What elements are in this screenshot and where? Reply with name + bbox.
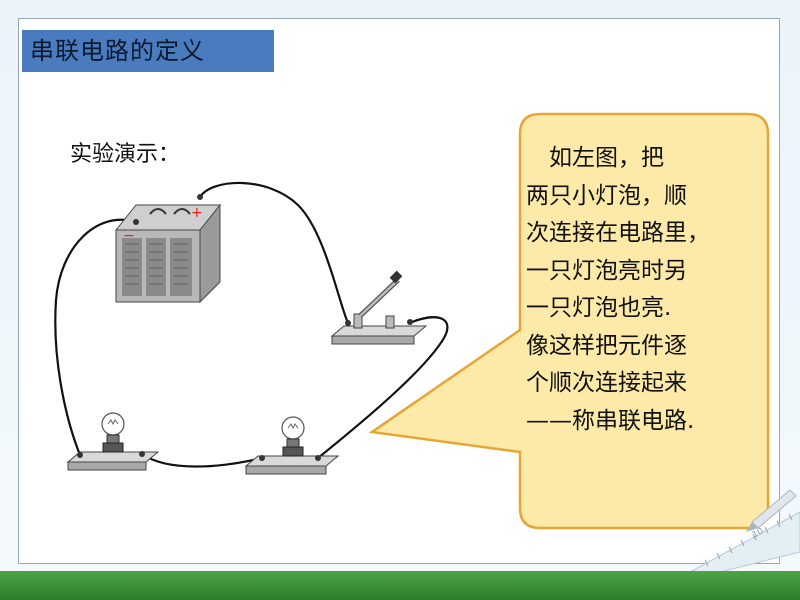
battery [114, 194, 222, 304]
wire-battery-to-switch [199, 181, 350, 324]
callout-line: 一只灯泡亮时另 [526, 257, 687, 284]
pencil-icon [746, 489, 797, 532]
wire-battery-to-bulb1 [54, 218, 137, 456]
callout-line: 如左图，把 [526, 145, 664, 171]
callout-line: 一只灯泡也亮. [526, 295, 672, 321]
battery-plus-sign: + [191, 205, 203, 221]
ruler-tick-label: 10 [751, 526, 766, 540]
callout-line: ——称串联电路. [526, 407, 695, 434]
callout-line: 次连接在电路里， [526, 220, 710, 246]
demo-label: 实验演示： [70, 142, 181, 167]
callout-line: 个顺次连接起来 [526, 370, 687, 396]
wire-bulb1-to-bulb2 [141, 453, 263, 468]
callout-text: 如左图，把 两只小灯泡，顺 次连接在电路里， 一只灯泡亮时另 一只灯泡也亮. 像… [526, 140, 762, 440]
callout-line: 像这样把元件逐 [526, 332, 687, 359]
footer-bar [0, 571, 800, 600]
bulb-2 [244, 416, 340, 475]
knife-switch [330, 270, 428, 345]
bulb-1 [66, 412, 160, 471]
page-title: 串联电路的定义 [22, 30, 274, 72]
callout-line: 两只小灯泡，顺 [526, 182, 687, 209]
battery-minus-sign: − [123, 228, 135, 244]
wire-bulb2-to-switch [317, 316, 449, 459]
